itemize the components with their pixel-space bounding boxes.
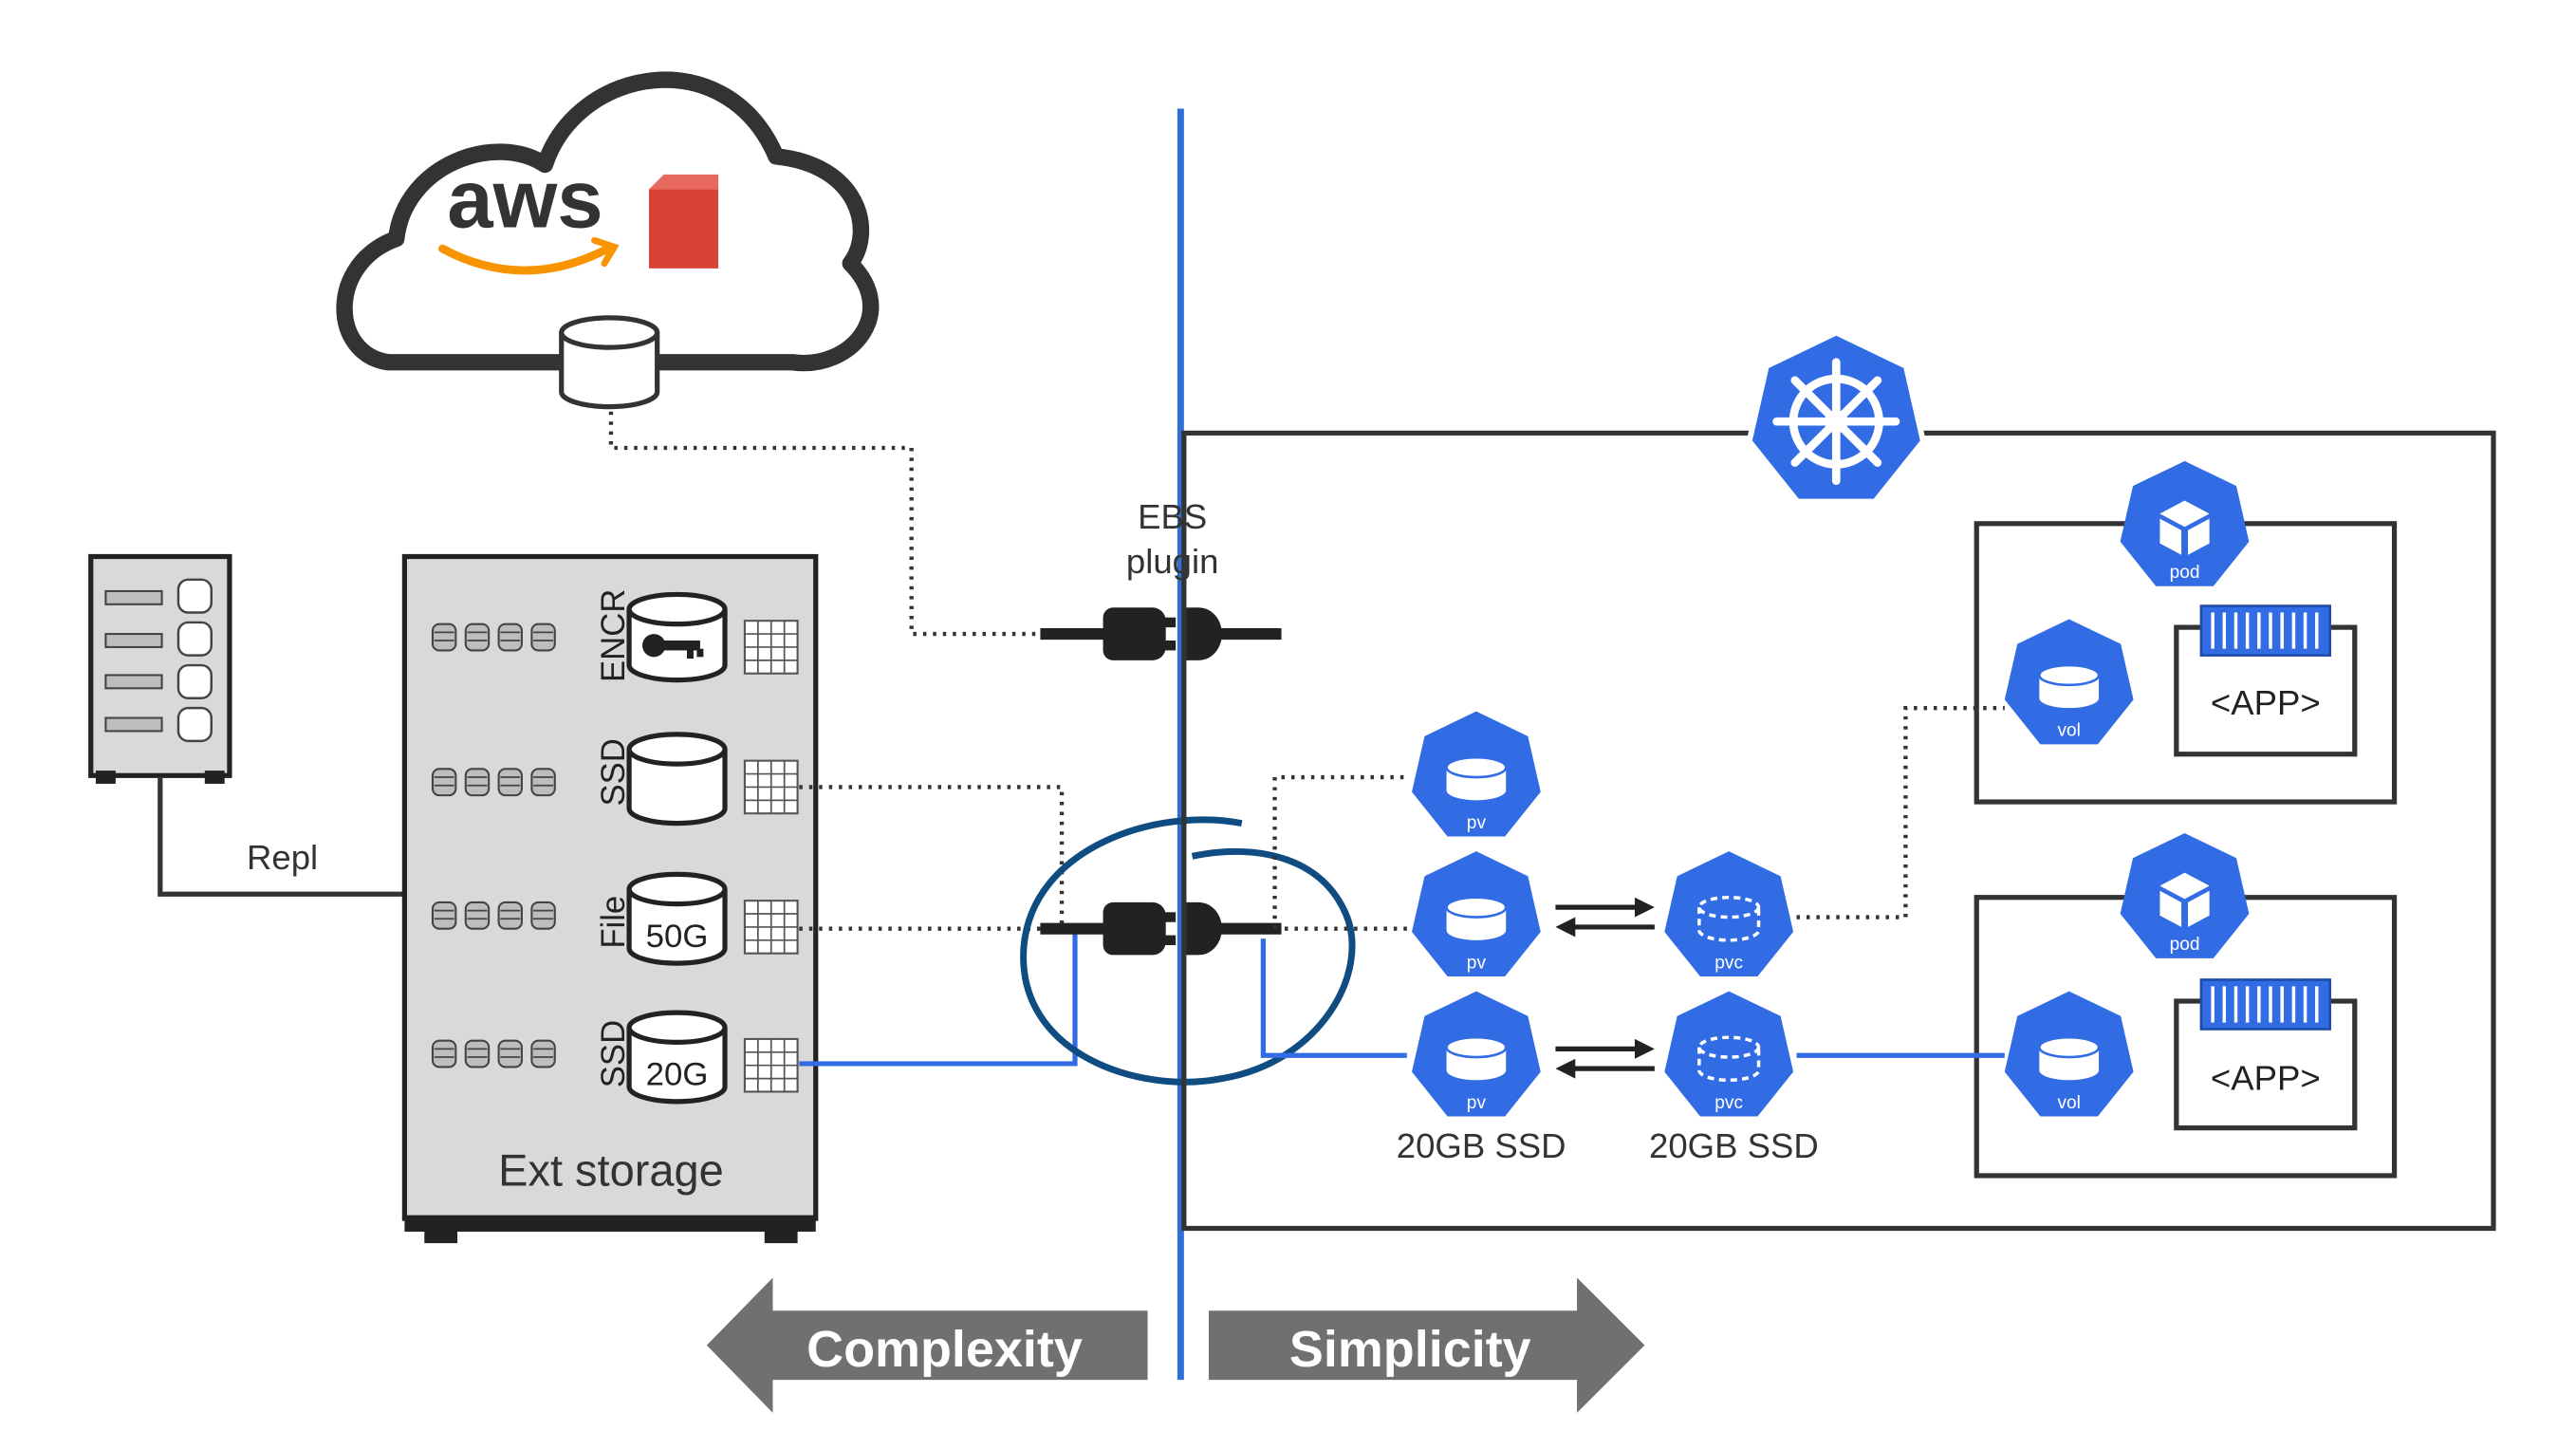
pvc-icon: pvc (1664, 991, 1794, 1117)
tier-label: SSD (596, 738, 632, 806)
tier-label: ENCR (596, 589, 632, 682)
pv-label: pv (1467, 1093, 1487, 1113)
repl-label: Repl (247, 838, 318, 877)
pv-capacity-caption: 20GB SSD (1397, 1126, 1566, 1165)
pvc-capacity-caption: 20GB SSD (1649, 1126, 1819, 1165)
repl-link (158, 777, 405, 897)
pod-icon: pod (2120, 833, 2250, 958)
aws-logo-text: aws (447, 154, 602, 246)
tier-label: File (596, 896, 632, 949)
vol-icon: vol (2004, 991, 2134, 1117)
aws-cloud: aws (336, 71, 880, 410)
key-disk-icon (626, 591, 728, 683)
vol-icon: vol (2004, 619, 2134, 745)
pod-icon: pod (2120, 460, 2250, 586)
pv-label: pv (1467, 813, 1487, 833)
bind-arrows-1 (1555, 897, 1655, 938)
vol-label: vol (2057, 1093, 2080, 1113)
aws-storage-box-icon (648, 174, 719, 269)
simplicity-label: Simplicity (1289, 1321, 1531, 1378)
plugin-label-line2: plugin (1126, 542, 1219, 581)
cloud-outline (336, 71, 880, 372)
vol-label: vol (2057, 721, 2080, 741)
disk-icon (626, 732, 728, 827)
plugin-to-pv3-link (1260, 938, 1407, 1058)
ext-storage-array: Ext storage (401, 553, 819, 1244)
disk-icon (626, 1010, 728, 1105)
ext-storage-title: Ext storage (498, 1145, 724, 1195)
app-label: <APP> (2211, 1059, 2321, 1098)
pvc-label: pvc (1714, 953, 1743, 973)
highlight-circle (1020, 816, 1356, 1086)
pv-icon: pv (1412, 991, 1541, 1117)
pvc-label: pvc (1714, 1093, 1743, 1113)
pvc-icon: pvc (1664, 851, 1794, 976)
ssd20-to-plugin-link (799, 928, 1078, 1067)
pvc-to-vol1-link (1796, 705, 2005, 920)
plugin-label-line1: EBS (1138, 497, 1207, 536)
k8s-helm-icon (1750, 333, 1923, 502)
pv-label: pv (1467, 953, 1487, 973)
ebs-plug-icon (1040, 607, 1281, 660)
disk-size-label: 50G (646, 919, 709, 955)
disk-icon (626, 871, 728, 966)
container-icon (2199, 604, 2331, 657)
storage-tier-ssd-2: SSD 20G (433, 1010, 799, 1105)
tier-label: SSD (596, 1020, 632, 1087)
container-icon (2199, 978, 2331, 1031)
bind-arrows-2 (1555, 1038, 1655, 1079)
cloud-volume-icon (559, 315, 660, 410)
storage-tier-file: File 50G (433, 871, 799, 966)
app-container-2: <APP> (2174, 978, 2358, 1131)
disk-size-label: 20G (646, 1057, 709, 1093)
pod-label: pod (2170, 563, 2200, 583)
app-label: <APP> (2211, 683, 2321, 722)
pv-icon: pv (1412, 851, 1541, 976)
cloud-to-plugin-link (608, 411, 1037, 637)
app-container-1: <APP> (2174, 604, 2358, 757)
server-rack-icon (88, 553, 232, 784)
complexity-label: Complexity (806, 1321, 1083, 1378)
storage-tier-encr: ENCR (433, 589, 799, 683)
storage-tier-ssd-1: SSD (433, 732, 799, 827)
simplicity-arrow: Simplicity (1208, 1277, 1645, 1413)
pv-icon: pv (1412, 711, 1541, 837)
pod-label: pod (2170, 935, 2200, 955)
complexity-arrow: Complexity (706, 1277, 1148, 1413)
ssd-to-plugin-link (799, 785, 1065, 929)
aws-smile-icon (438, 242, 616, 275)
plugin-to-pv1-link (1272, 774, 1407, 929)
